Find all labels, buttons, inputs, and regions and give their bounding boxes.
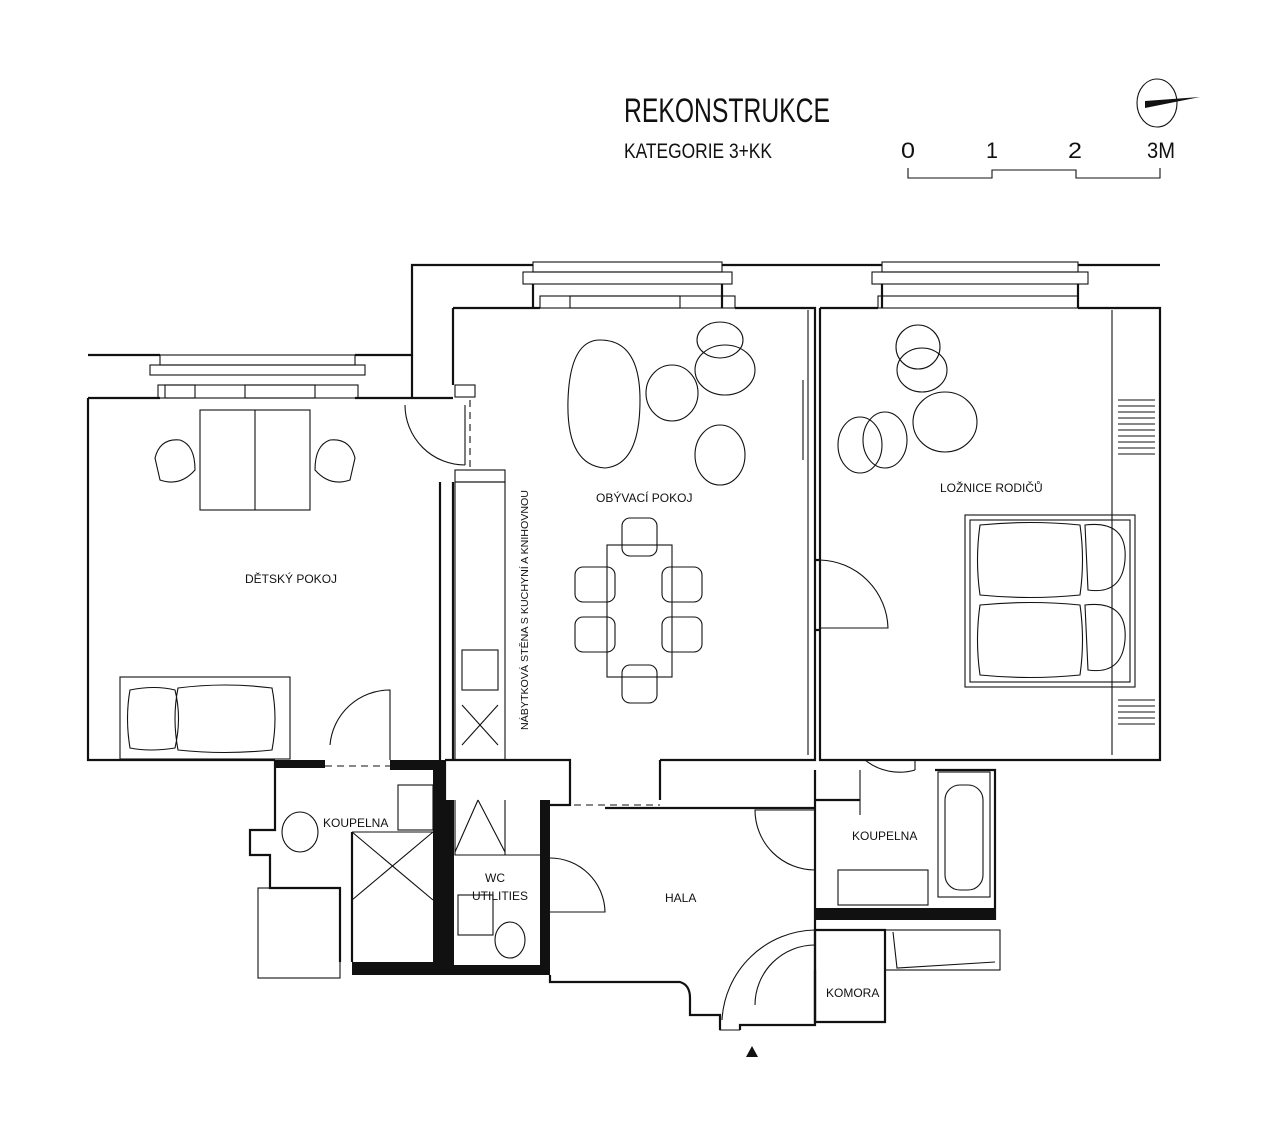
walls	[86, 261, 1162, 1057]
room-label-storage: KOMORA	[826, 986, 879, 1000]
room-label-hall: HALA	[665, 891, 696, 905]
room-label-utilities: UTILITIES	[472, 889, 528, 903]
scale-label-3: 3M	[1147, 138, 1175, 163]
scale-line	[907, 168, 1161, 179]
plan-subtitle: KATEGORIE 3+KK	[624, 140, 772, 163]
plan-title: REKONSTRUKCE	[624, 92, 830, 130]
north-arrow-icon	[1136, 78, 1200, 128]
room-label-bedroom: LOŽNICE RODIČŮ	[940, 480, 1043, 495]
room-label-bathroom-left: KOUPELNA	[323, 816, 388, 830]
scale-label-0: 0	[901, 138, 915, 163]
room-label-wc: WC	[485, 871, 505, 885]
room-label-bathroom-right: KOUPELNA	[852, 829, 917, 843]
furniture-wall-label: NÁBYTKOVÁ STĚNA S KUCHYNÍ A KNIHOVNOU	[518, 490, 531, 730]
scale-label-1: 1	[986, 138, 998, 163]
entrance-arrow-icon	[746, 1046, 758, 1057]
scale-bar: 0 1 2 3M	[901, 138, 1175, 179]
room-label-children: DĚTSKÝ POKOJ	[245, 571, 337, 586]
scale-label-2: 2	[1068, 138, 1082, 163]
room-label-living: OBÝVACÍ POKOJ	[596, 490, 692, 505]
